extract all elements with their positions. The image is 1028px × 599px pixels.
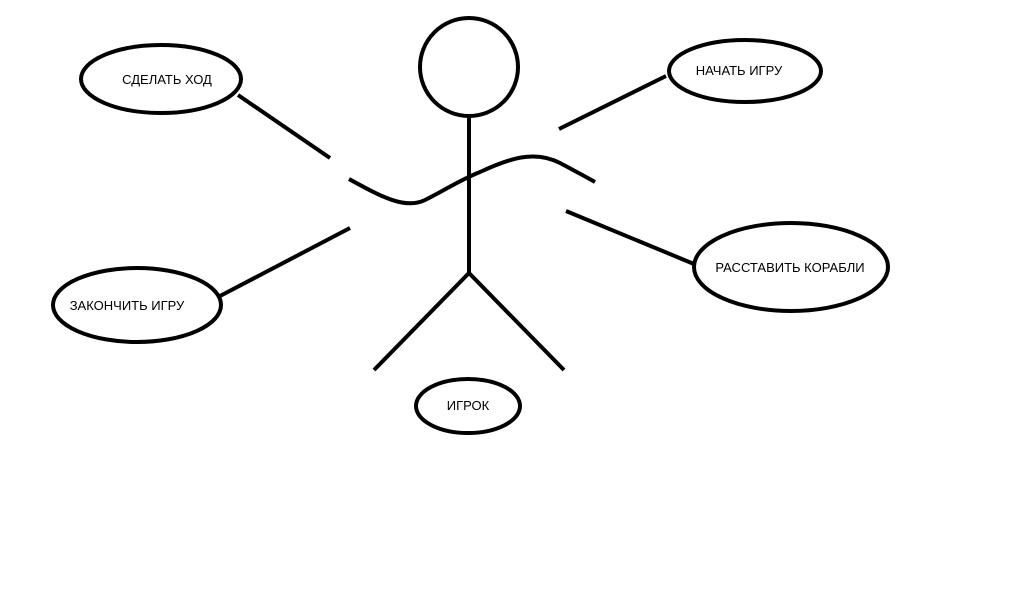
- actor-arms: [348, 154, 596, 206]
- association-make-move: [236, 93, 332, 160]
- actor-name-ellipse: [414, 377, 522, 435]
- use-case-ellipse: [692, 221, 890, 313]
- association-start-game: [558, 74, 667, 131]
- use-case-start-game: НАЧАТЬ ИГРУ: [667, 38, 823, 104]
- use-case-ellipse: [51, 266, 223, 344]
- use-case-label: СДЕЛАТЬ ХОД: [122, 72, 212, 87]
- actor-name-node: ИГРОК: [414, 377, 522, 435]
- actor-name-label: ИГРОК: [447, 398, 490, 413]
- use-case-ellipse: [79, 43, 243, 115]
- association-place-ships: [565, 209, 695, 266]
- actor-right-leg: [467, 271, 566, 372]
- association-end-game: [219, 226, 351, 298]
- associations: [219, 74, 695, 298]
- use-case-label: РАССТАВИТЬ КОРАБЛИ: [715, 260, 864, 275]
- use-case-label: НАЧАТЬ ИГРУ: [696, 63, 783, 78]
- use-case-end-game: ЗАКОНЧИТЬ ИГРУ: [51, 266, 223, 344]
- actor-left-leg: [372, 271, 471, 372]
- use-case-ellipse: [667, 38, 823, 104]
- use-case-place-ships: РАССТАВИТЬ КОРАБЛИ: [692, 221, 890, 313]
- actor-head: [418, 16, 520, 118]
- actor-figure: [348, 16, 596, 372]
- use-case-label: ЗАКОНЧИТЬ ИГРУ: [70, 298, 185, 313]
- use-case-make-move: СДЕЛАТЬ ХОД: [79, 43, 243, 115]
